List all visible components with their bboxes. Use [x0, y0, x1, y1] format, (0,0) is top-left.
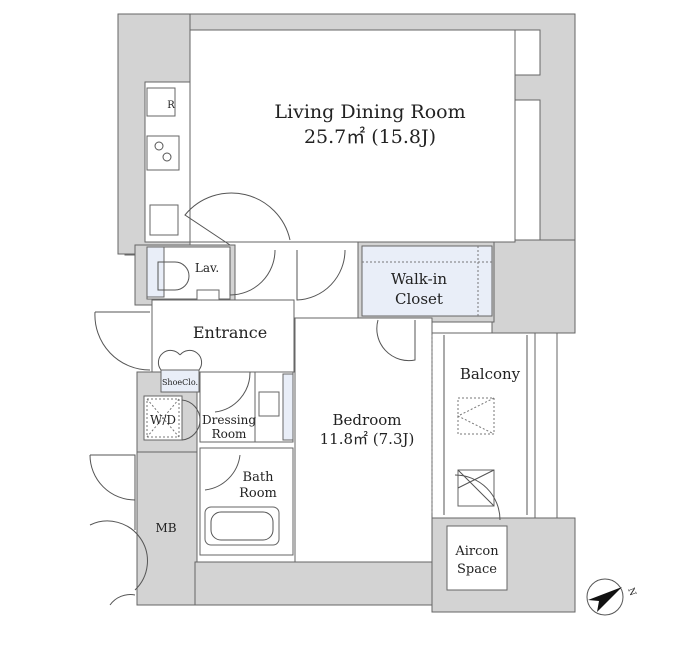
dressing-room-label-2: Room: [212, 427, 247, 441]
aircon-space: [446, 525, 508, 591]
doors: [89, 192, 416, 606]
dressing-room: [199, 371, 256, 443]
living-room-label: Living Dining Room: [274, 101, 465, 123]
bath-room-label-1: Bath: [243, 470, 275, 485]
walk-in-closet: [361, 245, 493, 317]
balcony-label: Balcony: [460, 365, 521, 383]
compass-icon: N: [586, 578, 637, 616]
washer-dryer-label: W/D: [150, 413, 176, 427]
refrigerator-label: R: [167, 100, 175, 111]
dressing-room-label-1: Dressing: [202, 413, 256, 427]
shoe-closet-label: ShoeClo.: [162, 378, 198, 387]
bedroom-label: Bedroom: [333, 411, 402, 429]
bedroom: [294, 317, 433, 563]
bedroom-area: 11.8㎡ (7.3J): [320, 430, 415, 448]
aircon-space-label-1: Aircon: [454, 544, 499, 559]
walk-in-closet-label-1: Walk-in: [391, 270, 448, 288]
aircon-space-label-2: Space: [457, 562, 497, 577]
shoe-closet: [160, 369, 200, 393]
living-dining-room: [189, 29, 516, 243]
entrance: [151, 299, 295, 373]
bath-room-label-2: Room: [239, 486, 277, 501]
walk-in-closet-label-2: Closet: [395, 290, 443, 308]
meter-box-label: MB: [155, 521, 176, 535]
entrance-label: Entrance: [193, 323, 267, 342]
lavatory-label: Lav.: [195, 261, 219, 275]
compass-north-label: N: [625, 587, 637, 598]
living-room-area: 25.7㎡ (15.8J): [304, 125, 436, 148]
